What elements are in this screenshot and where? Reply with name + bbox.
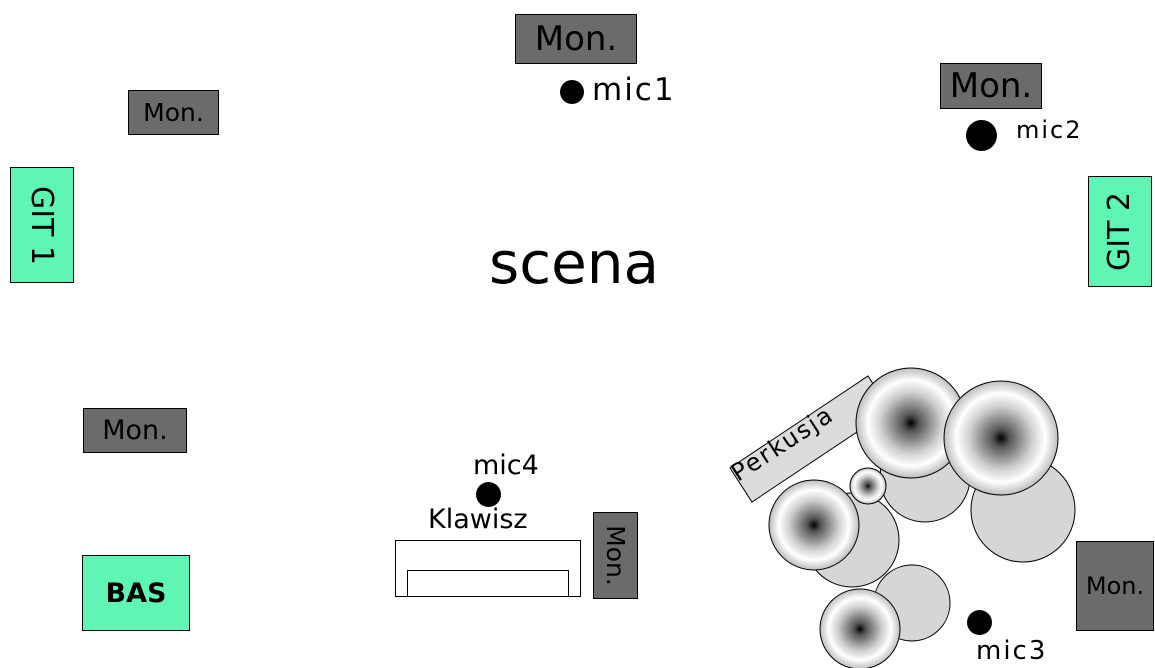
monitor-top-center: Mon.: [515, 14, 637, 64]
hi-hat: [849, 467, 887, 505]
mic2-label: mic2: [1016, 116, 1083, 144]
keyboard-label: Klawisz: [428, 504, 528, 535]
mic1-label: mic1: [592, 72, 676, 108]
cymbal: [943, 380, 1059, 496]
monitor-label: Mon.: [102, 415, 168, 446]
mic1-dot: [560, 80, 584, 104]
mic3-dot: [967, 610, 992, 635]
guitar-2-amp: GIT 2: [1088, 176, 1152, 287]
cymbal: [768, 479, 860, 571]
guitar-1-amp: GIT 1: [10, 167, 74, 283]
mic4-label: mic4: [473, 450, 539, 481]
mic4-dot: [476, 482, 501, 507]
monitor-label: Mon.: [143, 98, 204, 127]
keyboard-keys: [407, 570, 569, 597]
monitor-label: Mon.: [949, 66, 1033, 106]
monitor-top-right: Mon.: [940, 63, 1042, 109]
monitor-label: Mon.: [1085, 572, 1145, 600]
cymbal: [819, 588, 901, 668]
monitor-label: Mon.: [534, 19, 618, 59]
stage-title: scena: [489, 229, 660, 297]
mic3-label: mic3: [976, 636, 1048, 666]
bass-amp: BAS: [82, 555, 190, 631]
bass-label: BAS: [105, 577, 167, 609]
monitor-bottom-right: Mon.: [1076, 541, 1154, 631]
monitor-top-left: Mon.: [128, 90, 219, 135]
monitor-mid-left: Mon.: [83, 408, 187, 453]
monitor-keys: Mon.: [593, 512, 638, 599]
mic2-dot: [966, 120, 997, 151]
